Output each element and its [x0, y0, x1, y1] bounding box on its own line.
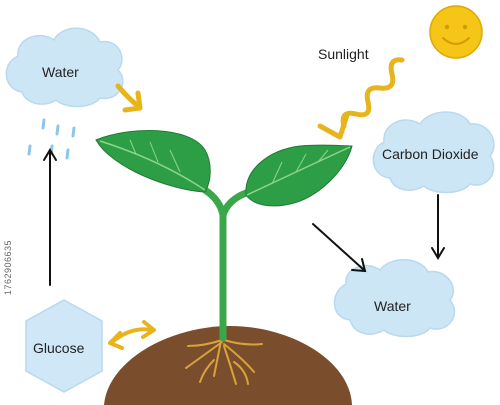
- glucose-soil-double-arrow-icon: [108, 320, 156, 350]
- stock-watermark-id: 1762906635: [3, 239, 13, 295]
- sun-icon: [429, 5, 483, 59]
- cloud-water-right: [333, 259, 456, 338]
- glucose-hexagon: [25, 299, 103, 393]
- glucose-up-arrowhead-icon: [43, 148, 57, 161]
- co2-down-arrowhead-icon: [431, 247, 445, 260]
- black-arrows: [43, 148, 445, 286]
- label-glucose: Glucose: [33, 340, 85, 356]
- sunlight-wavy-arrow-icon: [317, 57, 405, 140]
- label-carbon-dioxide: Carbon Dioxide: [382, 146, 479, 162]
- right-leaf: [245, 144, 353, 207]
- leaf-to-water-arrow-icon: [312, 223, 365, 271]
- plant-stem: [201, 186, 250, 342]
- label-sunlight: Sunlight: [318, 46, 369, 62]
- soil-mound: [104, 326, 352, 405]
- cloud-carbon-dioxide: [372, 111, 495, 194]
- left-leaf: [95, 130, 211, 193]
- roots-icon: [185, 335, 263, 385]
- cloud-water-top: [5, 27, 124, 108]
- water-to-leaf-arrow-icon: [115, 83, 143, 113]
- leaf-to-water-arrowhead-icon: [351, 258, 367, 273]
- label-water-top: Water: [42, 64, 79, 80]
- label-water-right: Water: [374, 298, 411, 314]
- rain-drops-icon: [27, 118, 76, 160]
